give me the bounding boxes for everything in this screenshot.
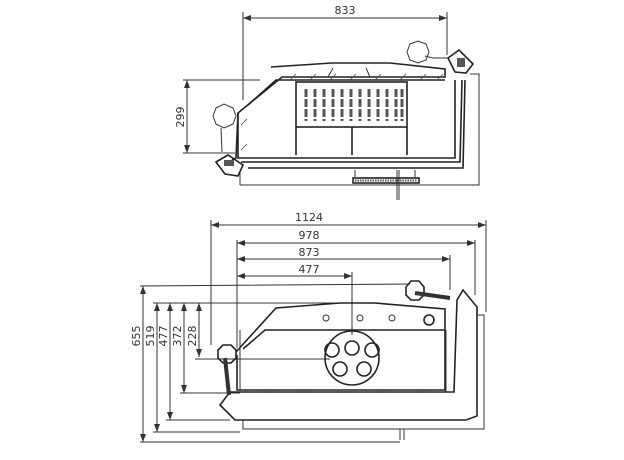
- dimension-label-519: 519: [144, 326, 157, 347]
- bolt-hole: [322, 314, 330, 322]
- dimension-label-228: 228: [186, 326, 199, 347]
- stove-top-outline: [235, 302, 446, 353]
- pipe-connector-left: [212, 103, 237, 129]
- grille-slots: [304, 89, 404, 121]
- dimension-label-833: 833: [335, 4, 356, 17]
- dimension-label-477-width: 477: [299, 263, 320, 276]
- dimension-label-655: 655: [130, 326, 143, 347]
- front-view: 1124 978 873 477 655 519 477 372 228: [130, 211, 487, 443]
- bolt-hole: [356, 314, 364, 322]
- dimension-label-978: 978: [299, 229, 320, 242]
- dimension-label-1124: 1124: [295, 211, 323, 224]
- bolt-hole: [388, 314, 396, 322]
- firebox-outline: [231, 62, 446, 161]
- outer-frame: [218, 288, 478, 421]
- dimension-label-299: 299: [174, 107, 187, 128]
- pipe-connector-right: [406, 40, 430, 64]
- pipe-outlet: [423, 314, 435, 326]
- top-view: 833 299: [174, 4, 480, 200]
- pipe-connector-left: [217, 344, 237, 364]
- corner-bracket-right: [446, 48, 475, 74]
- corner-bracket-left: [214, 154, 245, 177]
- pipe-connector-right: [405, 280, 425, 301]
- dimension-label-477-height: 477: [157, 326, 170, 347]
- dimension-label-873: 873: [299, 246, 320, 259]
- ash-grate: [352, 177, 420, 184]
- round-air-vent: [324, 330, 380, 386]
- dimension-label-372: 372: [171, 326, 184, 347]
